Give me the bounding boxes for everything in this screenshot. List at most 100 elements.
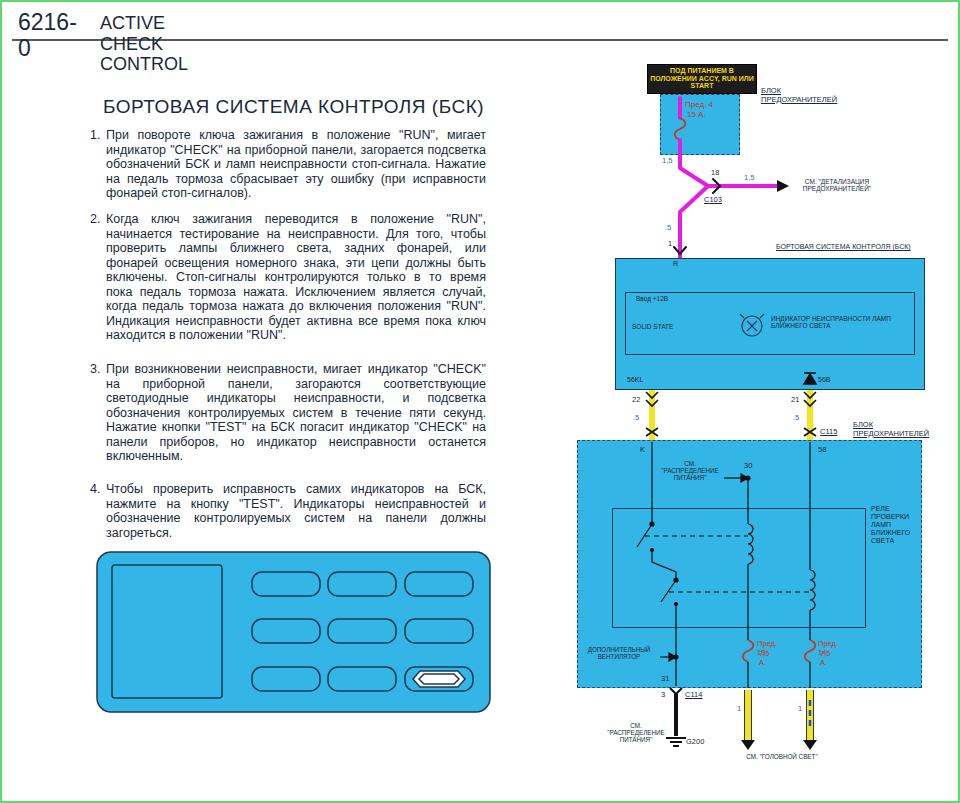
pin-number: 21 xyxy=(791,396,799,405)
control-panel xyxy=(413,671,465,687)
text-slot: 1 xyxy=(737,705,741,714)
fuse-symbol xyxy=(805,640,816,662)
reference-note: СМ. "ДЕТАЛИЗАЦИЯ ПРЕДОХРАНИТЕЛЕЙ" xyxy=(792,178,882,193)
pin-number: 31 xyxy=(660,675,670,684)
relay-wiring xyxy=(651,549,654,552)
text-slot: При возникновении неисправности, мигает … xyxy=(106,362,486,464)
relay-box: РЕЛЕ ПРОВЕРКИ ЛАМП БЛИЖНЕГО СВЕТА xyxy=(612,508,866,628)
control-module: БОРТОВАЯ СИСТЕМА КОНТРОЛЯ (БСК)Ввод +12В… xyxy=(615,258,925,390)
relay-wiring xyxy=(746,476,750,480)
ground-wire xyxy=(666,688,686,746)
signal-wire xyxy=(807,390,813,440)
control-panel xyxy=(405,572,473,596)
relay-wiring xyxy=(675,603,678,606)
module-pin-symbols xyxy=(646,400,658,406)
module-pin-symbols xyxy=(804,372,816,374)
text-slot: C114 xyxy=(685,691,702,700)
wire-gauge: .5 xyxy=(665,224,671,233)
control-panel xyxy=(97,552,490,712)
pin-name: K xyxy=(639,446,646,455)
box-text: 15 А. xyxy=(687,110,706,119)
text-slot: 30 xyxy=(743,462,753,471)
relay-wiring xyxy=(661,580,676,602)
relay-wiring xyxy=(637,524,652,547)
text-slot: БОРТОВАЯ СИСТЕМА КОНТРОЛЯ (БСК) xyxy=(776,243,948,251)
text-slot: 1 xyxy=(668,240,672,249)
fuse-symbol xyxy=(743,640,754,662)
output-wire xyxy=(744,690,752,742)
text-slot: БЛОК ПРЕДОХРАНИТЕЛЕЙ xyxy=(853,421,938,438)
control-panel xyxy=(328,572,396,596)
text-slot: 18 xyxy=(710,169,720,178)
output-wire xyxy=(741,740,755,750)
wire-gauge: .5 xyxy=(793,414,799,423)
text-slot: 7,5 А. xyxy=(820,650,830,667)
relay-wiring xyxy=(809,442,810,570)
text-slot: 3. xyxy=(90,362,100,376)
output-wire xyxy=(809,700,812,730)
output-wire xyxy=(806,690,814,742)
box-text: ИНДИКАТОР НЕИСПРАВНОСТИ ЛАМП БЛИЖНЕГО СВ… xyxy=(771,315,891,330)
item-number: 3. xyxy=(90,362,100,376)
lamp-indicator-symbol xyxy=(740,314,764,318)
fuse-4-wire xyxy=(777,180,789,192)
text-slot: СМ. "РАСПРЕДЕЛЕНИЕ ПИТАНИЯ" xyxy=(602,722,670,744)
pin-number: 22 xyxy=(632,396,640,405)
connector-name: C114 xyxy=(685,691,702,700)
fuse-4-wire xyxy=(713,179,720,193)
box-text: РЕЛЕ ПРОВЕРКИ ЛАМП БЛИЖНЕГО СВЕТА xyxy=(871,505,919,545)
text-slot: ДОПОЛНИТЕЛЬНЫЙ ВЕНТИЛЯТОР xyxy=(579,646,659,660)
box-text: SOLID STATE xyxy=(632,323,702,330)
relay-wiring xyxy=(747,564,748,640)
module-pin-symbols xyxy=(646,392,658,398)
output-wire xyxy=(741,690,817,750)
wire-gauge: 1,5 xyxy=(744,174,754,183)
output-wire xyxy=(803,740,817,750)
module-pin-symbols xyxy=(804,428,816,436)
control-panel xyxy=(97,552,490,712)
fuse-4-wire xyxy=(678,140,682,155)
text-slot: 3 xyxy=(661,691,665,700)
relay-wiring xyxy=(651,442,652,524)
pin-name: 30 xyxy=(743,462,753,471)
note-text: Когда ключ зажигания переводится в полож… xyxy=(106,212,486,343)
box-heading: БЛОК ПРЕДОХРАНИТЕЛЕЙ xyxy=(761,87,851,104)
ground-wire xyxy=(673,745,679,747)
header-title: ACTIVE CHECK CONTROL xyxy=(100,13,188,75)
control-panel xyxy=(112,565,222,698)
relay-wiring xyxy=(810,570,815,610)
text-slot: Чтобы проверить исправность самих индика… xyxy=(106,482,486,540)
wire-gauge: 1 xyxy=(798,705,802,714)
relay-wiring xyxy=(724,477,742,478)
reference-note: ДОПОЛНИТЕЛЬНЫЙ ВЕНТИЛЯТОР xyxy=(579,646,659,660)
text-slot: РЕЛЕ ПРОВЕРКИ ЛАМП БЛИЖНЕГО СВЕТА xyxy=(871,505,919,545)
connector-name: C115 xyxy=(820,428,837,437)
text-slot: .5 xyxy=(665,224,671,233)
note-text: При возникновении неисправности, мигает … xyxy=(106,362,486,464)
ground-wire xyxy=(674,694,678,736)
text-slot: БОРТОВАЯ СИСТЕМА КОНТРОЛЯ (БСК) xyxy=(97,96,490,118)
section-number: 6216-0 xyxy=(18,9,77,62)
fuse-block: БЛОК ПРЕДОХРАНИТЕЛЕЙПред. 415 А. xyxy=(660,94,740,155)
box-text: Ввод +12В xyxy=(636,295,696,302)
text-slot: 1 xyxy=(798,705,802,714)
reference-note: СМ. "ГОЛОВНОЙ СВЕТ" xyxy=(744,753,820,760)
module-pin-symbols xyxy=(804,374,816,384)
relay-wiring xyxy=(669,591,810,592)
relay-wiring xyxy=(747,478,748,524)
fuse-symbol xyxy=(743,640,816,688)
text-slot: 31 xyxy=(660,675,670,684)
lamp-indicator-symbol xyxy=(740,314,764,336)
lamp-indicator-symbol xyxy=(747,321,757,331)
wire-gauge: 1,5 xyxy=(662,157,672,166)
relay-wiring xyxy=(674,578,678,582)
control-panel xyxy=(405,667,473,691)
text-slot: 58 xyxy=(817,446,827,455)
text-slot: СМ. "ГОЛОВНОЙ СВЕТ" xyxy=(744,753,820,760)
ground-wire xyxy=(670,688,682,694)
text-slot: 56KL xyxy=(627,376,643,384)
text-slot: При повороте ключа зажигания в положение… xyxy=(106,128,486,201)
text-slot: 2. xyxy=(90,212,100,226)
control-panel xyxy=(419,674,459,684)
